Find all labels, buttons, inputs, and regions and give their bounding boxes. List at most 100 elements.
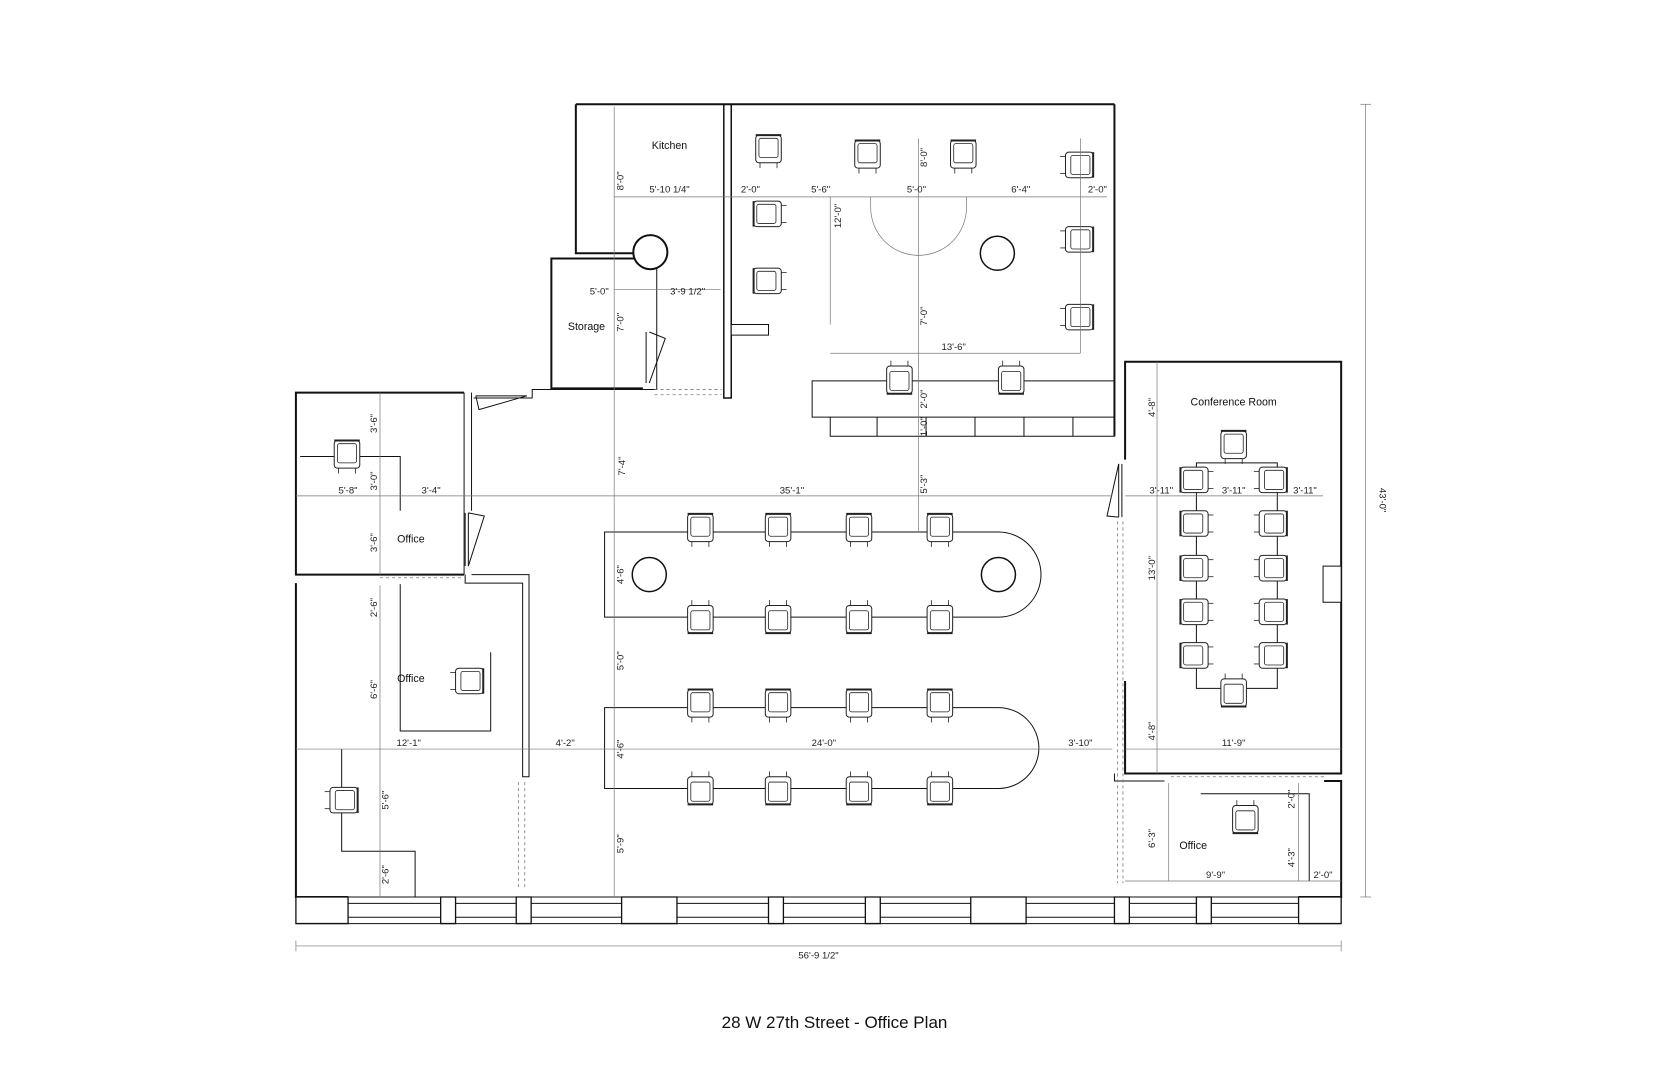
room-label-office-lower-left: Office xyxy=(397,673,425,685)
chair-icon xyxy=(1060,227,1093,253)
dim-top-seg-5: 2'-0" xyxy=(1088,185,1107,196)
chair-icon xyxy=(1180,555,1213,581)
dim-kitchen-width: 5'-10 1/4" xyxy=(649,185,689,196)
chair-icon xyxy=(756,135,782,168)
dim-table-length: 24'-0" xyxy=(812,738,836,749)
chair-icon xyxy=(1221,674,1247,707)
chairs xyxy=(325,135,1287,833)
chair-icon xyxy=(846,771,872,804)
chair-icon xyxy=(754,201,787,227)
chair-icon xyxy=(1254,555,1287,581)
chair-icon xyxy=(846,689,872,722)
chair-icon xyxy=(1254,599,1287,625)
chair-icon xyxy=(927,689,953,722)
dim-ll-v2: 5'-6" xyxy=(381,791,392,810)
dim-right-gap: 3'-10" xyxy=(1068,738,1092,749)
dim-overall-height: 43'-0" xyxy=(1376,488,1387,512)
chair-icon xyxy=(765,689,791,722)
room-label-conference: Conference Room xyxy=(1191,396,1277,408)
dim-corridor-top: 7'-4" xyxy=(617,457,628,476)
room-label-office-lower-right: Office xyxy=(1179,840,1207,852)
dim-bottom-gap: 5'-9" xyxy=(616,834,627,853)
dim-conf-length: 13'-0" xyxy=(1147,556,1158,580)
chair-icon xyxy=(1221,431,1247,464)
round-features xyxy=(632,235,1015,591)
chair-icon xyxy=(1180,511,1213,537)
chair-icon xyxy=(855,140,881,173)
chair-icon xyxy=(887,361,913,394)
chair-icon xyxy=(927,771,953,804)
dim-storage-width: 5'-0" xyxy=(590,287,609,298)
dim-table1-width: 4'-6" xyxy=(616,565,627,584)
chair-icon xyxy=(1254,467,1287,493)
chair-icon xyxy=(1233,800,1259,833)
dim-top-seg-1: 2'-0" xyxy=(741,185,760,196)
dim-lr-width: 9'-9" xyxy=(1206,870,1225,881)
dim-top-seg-3: 5'-0" xyxy=(907,185,926,196)
chair-icon xyxy=(927,600,953,633)
dim-conf-width: 11'-9" xyxy=(1222,738,1246,749)
dim-vert-12: 12'-0" xyxy=(833,204,844,228)
chair-icon xyxy=(998,361,1024,394)
chair-icon xyxy=(754,268,787,294)
dim-ul-mid: 3'-0" xyxy=(369,471,380,490)
chair-icon xyxy=(688,771,714,804)
dim-conf-c2: 3'-11" xyxy=(1222,486,1246,497)
room-label-storage: Storage xyxy=(568,321,605,333)
chair-icon xyxy=(1180,467,1213,493)
dim-left-gap: 4'-2" xyxy=(556,738,575,749)
dim-top-seg-4: 6'-4" xyxy=(1011,185,1030,196)
chair-icon xyxy=(846,514,872,547)
dim-lr-b: 4'-3" xyxy=(1286,848,1297,867)
dim-conf-top: 4'-8" xyxy=(1147,398,1158,417)
dim-conf-c1: 3'-11" xyxy=(1149,486,1173,497)
chair-icon xyxy=(334,441,360,474)
dim-main-v1: 5'-3" xyxy=(919,475,930,494)
chair-icon xyxy=(450,668,483,694)
dim-main-length: 35'-1" xyxy=(780,486,804,497)
dim-ul-w2: 3'-4" xyxy=(422,486,441,497)
dim-ul-top: 3'-6" xyxy=(369,414,380,433)
dim-overall-width: 56'-9 1/2" xyxy=(798,951,838,962)
chair-icon xyxy=(1180,643,1213,669)
walls xyxy=(296,104,1341,923)
dim-ll-bot: 2'-6" xyxy=(381,865,392,884)
chair-icon xyxy=(765,600,791,633)
dim-lr-c: 2'-0" xyxy=(1314,870,1333,881)
chair-icon xyxy=(325,787,358,813)
room-label-kitchen: Kitchen xyxy=(652,140,688,152)
chair-icon xyxy=(1254,643,1287,669)
dim-ll-mid: 6'-6" xyxy=(369,680,380,699)
dim-vert-7: 7'-0" xyxy=(919,306,930,325)
dim-lr-vertical: 6'-3" xyxy=(1147,829,1158,848)
chair-icon xyxy=(688,514,714,547)
dim-bench-2: 2'-0" xyxy=(919,389,930,408)
dim-gap-tables: 5'-0" xyxy=(616,651,627,670)
chair-icon xyxy=(765,771,791,804)
dim-lr-a: 2'-0" xyxy=(1286,790,1297,809)
dim-table2-width: 4'-6" xyxy=(616,740,627,759)
chair-icon xyxy=(846,600,872,633)
dim-ll-top: 2'-6" xyxy=(369,598,380,617)
dim-conf-bottom: 4'-8" xyxy=(1147,721,1158,740)
room-labels: Kitchen Storage Conference Room Office O… xyxy=(397,140,1277,852)
chair-icon xyxy=(1060,304,1093,330)
chair-icon xyxy=(688,689,714,722)
doors xyxy=(465,325,1122,567)
room-label-office-upper-left: Office xyxy=(397,534,425,546)
chair-icon xyxy=(927,514,953,547)
chair-icon xyxy=(1180,599,1213,625)
furniture xyxy=(300,197,1309,897)
dim-storage-right: 3'-9 1/2" xyxy=(670,287,705,298)
chair-icon xyxy=(1060,152,1093,178)
chair-icon xyxy=(688,600,714,633)
dim-bench-width: 13'-6" xyxy=(942,342,966,353)
dim-ul-w1: 5'-8" xyxy=(339,486,358,497)
chair-icon xyxy=(1254,511,1287,537)
chair-icon xyxy=(765,514,791,547)
chair-icon xyxy=(951,140,977,173)
dim-bench-1: 1'-0" xyxy=(919,417,930,436)
dim-ll-width: 12'-1" xyxy=(397,738,421,749)
dim-vert-8: 8'-0" xyxy=(919,148,930,167)
dim-storage-height: 7'-0" xyxy=(616,313,627,332)
